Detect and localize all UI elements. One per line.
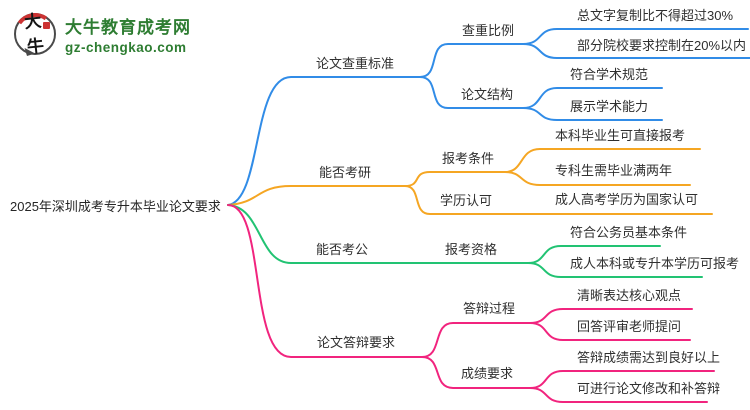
node-postgrad-eligibility: 能否考研: [318, 165, 372, 180]
node-plagiarism-standard: 论文查重标准: [315, 56, 395, 71]
leaf-express-core-views: 清晰表达核心观点: [577, 288, 682, 303]
node-score-requirements: 成绩要求: [460, 366, 514, 381]
root-node: 2025年深圳成考专升本毕业论文要求: [10, 199, 221, 214]
node-defense-requirements: 论文答辩要求: [316, 335, 396, 350]
leaf-academic-norms: 符合学术规范: [570, 67, 649, 82]
logo-seal-icon: [43, 22, 50, 29]
branch-defense-connectors: [227, 204, 715, 403]
site-name: 大牛教育成考网: [65, 18, 191, 37]
branch-postgrad-connectors: [227, 148, 713, 215]
leaf-score-good-above: 答辩成绩需达到良好以上: [577, 350, 721, 365]
node-defense-process: 答辩过程: [462, 301, 516, 316]
branch-civilservice-connectors: [227, 204, 703, 278]
node-apply-qualification: 报考资格: [444, 242, 498, 257]
leaf-copy-ratio-20: 部分院校要求控制在20%以内: [577, 38, 747, 53]
leaf-state-recognized: 成人高考学历为国家认可: [555, 192, 699, 207]
logo-bubble-icon: 大牛: [10, 9, 60, 65]
node-degree-recognition: 学历认可: [439, 193, 493, 208]
node-duplication-ratio: 查重比例: [461, 23, 515, 38]
node-thesis-structure: 论文结构: [460, 87, 514, 102]
leaf-copy-ratio-30: 总文字复制比不得超过30%: [577, 8, 734, 23]
leaf-civil-servant-conditions: 符合公务员基本条件: [570, 225, 688, 240]
leaf-answer-reviewers: 回答评审老师提问: [577, 319, 682, 334]
leaf-academic-ability: 展示学术能力: [570, 99, 649, 114]
leaf-college-two-years: 专科生需毕业满两年: [555, 163, 673, 178]
site-logo: 大牛 大牛教育成考网 gz-chengkao.com: [10, 9, 191, 65]
logo-text-block: 大牛教育成考网 gz-chengkao.com: [65, 13, 191, 55]
leaf-revise-redefend: 可进行论文修改和补答辩: [577, 381, 721, 396]
site-url: gz-chengkao.com: [65, 40, 187, 55]
leaf-bachelor-direct: 本科毕业生可直接报考: [555, 128, 686, 143]
node-civilservice-eligibility: 能否考公: [315, 242, 369, 257]
node-apply-conditions: 报考条件: [441, 151, 495, 166]
branch-plagiarism-connectors: [227, 28, 750, 206]
leaf-adult-degree-apply: 成人本科或专升本学历可报考: [570, 256, 740, 271]
